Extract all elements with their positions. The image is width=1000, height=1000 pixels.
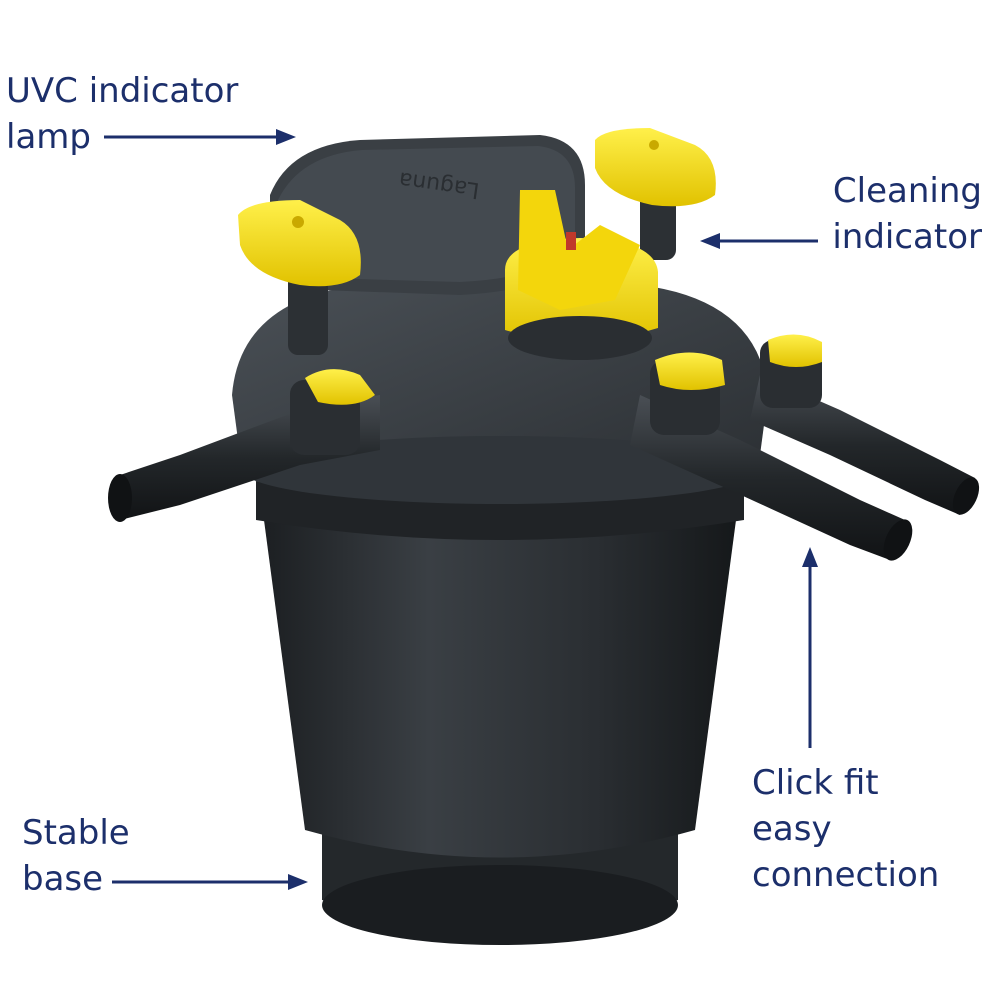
left-lever-handle bbox=[238, 200, 361, 355]
callout-text: UVC indicator bbox=[6, 71, 239, 111]
callout-text: lamp bbox=[6, 117, 91, 157]
callout-text: easy bbox=[752, 809, 832, 849]
callout-uvc-indicator-lamp: UVC indicator lamp bbox=[6, 68, 238, 160]
callout-text: connection bbox=[752, 855, 940, 895]
callout-text: Cleaning bbox=[832, 171, 982, 211]
left-hose-connector bbox=[108, 369, 380, 522]
callout-text: Click fit bbox=[752, 763, 879, 803]
callout-text: indicator bbox=[832, 217, 982, 257]
right-hose-connector-1 bbox=[630, 352, 913, 561]
cleaning-indicator-lever bbox=[595, 128, 716, 260]
callout-click-fit-connection: Click fit easy connection bbox=[752, 760, 939, 898]
callout-text: Stable bbox=[22, 813, 130, 853]
right-hose-connector-2 bbox=[750, 334, 980, 515]
central-valve-knob bbox=[505, 190, 658, 360]
filter-tank-body bbox=[255, 478, 745, 858]
callout-stable-base: Stable base bbox=[22, 810, 130, 902]
callout-text: base bbox=[22, 859, 104, 899]
callout-cleaning-indicator: Cleaning indicator bbox=[832, 168, 982, 260]
